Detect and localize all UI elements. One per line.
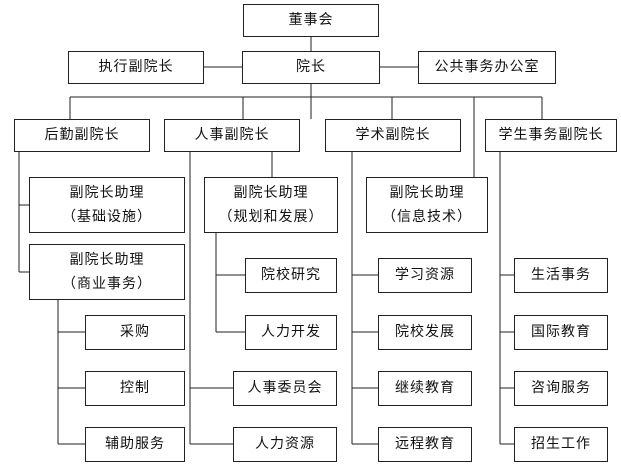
box-label-line: 副院长助理 bbox=[233, 184, 309, 201]
asst-infra-box: 副院长助理 （基础设施） bbox=[29, 177, 185, 233]
box-label-line: 采购 bbox=[120, 324, 150, 341]
box-label-line: 国际教育 bbox=[531, 324, 591, 341]
vp-academic-box: 学术副院长 bbox=[325, 119, 461, 152]
box-label-line: 继续教育 bbox=[395, 380, 455, 397]
hr-committee-box: 人事委员会 bbox=[233, 371, 337, 406]
box-label-line: （规划和发展） bbox=[218, 209, 324, 225]
vp-student-box: 学生事务副院长 bbox=[485, 119, 617, 152]
box-label-line: 副院长助理 bbox=[389, 184, 465, 201]
box-label-line: 控制 bbox=[120, 380, 150, 397]
box-label-line: 董事会 bbox=[288, 12, 334, 29]
box-label-line: 副院长助理 bbox=[69, 184, 145, 201]
box-label-line: 后勤副院长 bbox=[44, 127, 120, 144]
box-label-line: 院校研究 bbox=[261, 267, 321, 284]
vp-logistics-box: 后勤副院长 bbox=[14, 119, 150, 152]
box-label-line: 辅助服务 bbox=[105, 436, 165, 453]
box-label-line: 院校发展 bbox=[395, 324, 455, 341]
board-box: 董事会 bbox=[243, 4, 379, 37]
student-life-box: 生活事务 bbox=[514, 258, 608, 293]
admissions-jobs-box: 招生工作 bbox=[514, 427, 608, 462]
asst-planning-box: 副院长助理 （规划和发展） bbox=[204, 177, 338, 233]
box-label-line: 执行副院长 bbox=[98, 59, 174, 76]
box-label-line: 学生事务副院长 bbox=[498, 127, 604, 144]
box-label-line: 人事副院长 bbox=[194, 127, 270, 144]
box-label-line: 生活事务 bbox=[531, 267, 591, 284]
box-label-line: 副院长助理 bbox=[69, 251, 145, 268]
hr-development-box: 人力开发 bbox=[245, 315, 337, 350]
vp-hr-box: 人事副院长 bbox=[164, 119, 300, 152]
box-label-line: 院长 bbox=[296, 59, 326, 76]
president-box: 院长 bbox=[242, 51, 380, 84]
box-label-line: （基础设施） bbox=[62, 209, 152, 225]
procurement-box: 采购 bbox=[85, 315, 185, 350]
hr-resources-box: 人力资源 bbox=[233, 427, 337, 462]
continuing-ed-box: 继续教育 bbox=[378, 371, 472, 406]
aux-services-box: 辅助服务 bbox=[85, 427, 185, 462]
exec-vp-box: 执行副院长 bbox=[68, 51, 204, 84]
learning-resources-box: 学习资源 bbox=[378, 258, 472, 293]
school-research-box: 院校研究 bbox=[245, 258, 337, 293]
box-label-line: 人事委员会 bbox=[247, 380, 323, 397]
box-label-line: （商业事务） bbox=[62, 276, 152, 292]
asst-it-box: 副院长助理 （信息技术） bbox=[366, 177, 488, 233]
box-label-line: 公共事务办公室 bbox=[434, 59, 540, 76]
box-label-line: 人力开发 bbox=[261, 324, 321, 341]
box-label-line: 招生工作 bbox=[531, 436, 591, 453]
public-affairs-box: 公共事务办公室 bbox=[418, 51, 556, 84]
box-label-line: 人力资源 bbox=[255, 436, 315, 453]
distance-ed-box: 远程教育 bbox=[378, 427, 472, 462]
asst-business-box: 副院长助理 （商业事务） bbox=[29, 244, 185, 300]
box-label-line: 咨询服务 bbox=[531, 380, 591, 397]
box-label-line: （信息技术） bbox=[382, 209, 472, 225]
control-box: 控制 bbox=[85, 371, 185, 406]
school-development-box: 院校发展 bbox=[378, 315, 472, 350]
box-label-line: 远程教育 bbox=[395, 436, 455, 453]
box-label-line: 学习资源 bbox=[395, 267, 455, 284]
intl-ed-box: 国际教育 bbox=[514, 315, 608, 350]
counseling-box: 咨询服务 bbox=[514, 371, 608, 406]
box-label-line: 学术副院长 bbox=[355, 127, 431, 144]
